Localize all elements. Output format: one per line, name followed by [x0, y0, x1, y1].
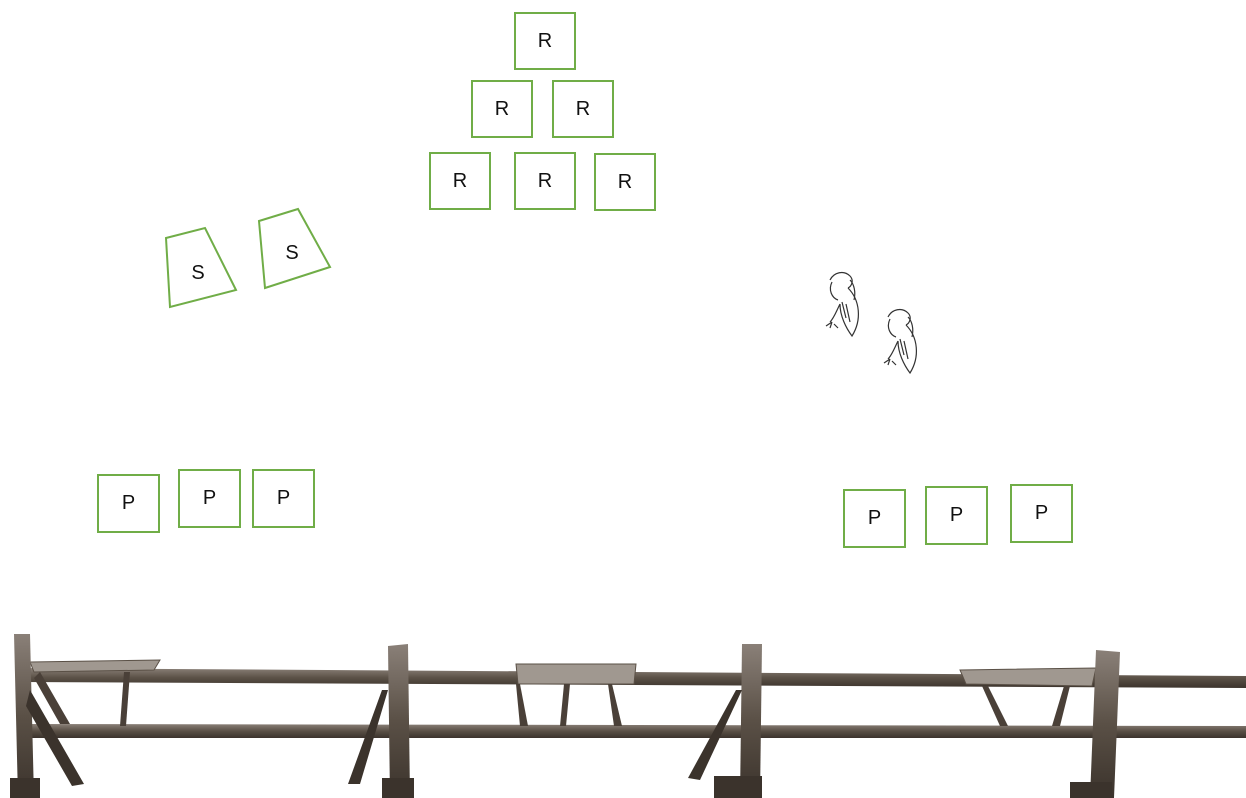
fence-feet — [10, 776, 1112, 798]
fence-posts — [14, 634, 1120, 798]
